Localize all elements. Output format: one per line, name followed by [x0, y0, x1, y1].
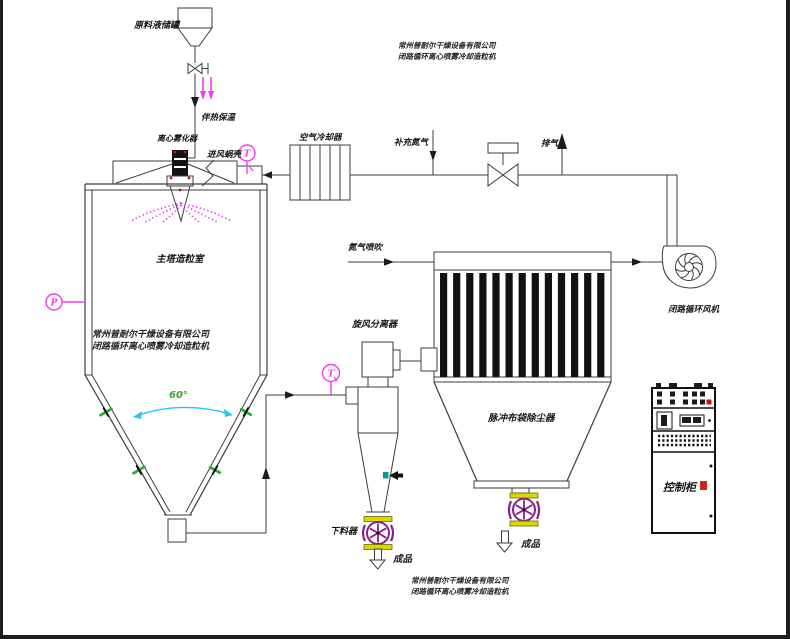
nozzle-icon: [99, 407, 113, 417]
label-circulation-fan: 闭路循环风机: [668, 304, 720, 315]
panel-display: [679, 414, 711, 427]
baghouse-to-fan-line: [610, 258, 663, 266]
inlet-plenum: [236, 165, 263, 185]
chamber-cone: [84, 374, 268, 543]
volute-leader-line: [201, 159, 215, 187]
label-control-cabinet: 控制柜: [663, 481, 698, 494]
exhaust-line: [557, 133, 567, 175]
control-cabinet: [651, 383, 716, 534]
label-cyclone: 旋风分离器: [351, 319, 398, 330]
main-chamber: [84, 183, 268, 376]
label-air-cooler: 空气冷却器: [299, 132, 343, 143]
loop-control-valve-icon: [487, 142, 519, 187]
watermark-company: 常州普耐尔干燥设备有限公司: [92, 329, 210, 340]
baghouse-product-arrow-icon: [495, 530, 514, 553]
main-switch-icon: [656, 411, 673, 430]
label-nitrogen-pulse: 氮气喷吹: [348, 242, 384, 253]
cyclone-vibrator-icon: [383, 471, 403, 480]
label-discharger: 下料器: [330, 526, 358, 537]
flow-arrow-left-icon: [263, 171, 272, 179]
flow-arrow-right-icon: [632, 258, 642, 266]
label-baghouse: 脉冲布袋除尘器: [487, 412, 556, 424]
nozzle-icon: [208, 465, 222, 475]
makeup-nitrogen-line: [429, 130, 437, 175]
watermark-left: 常州普耐尔干燥设备有限公司 闭路循环离心喷雾冷却造粒机: [92, 329, 210, 352]
chamber-to-cyclone-duct: [186, 391, 346, 534]
air-cooler: [289, 144, 351, 201]
indicator-buttons: [657, 391, 712, 405]
feed-tank: [177, 7, 213, 63]
chamber-roof: [112, 159, 263, 187]
temp-gauge-letter: T: [244, 150, 252, 160]
cyclone-inlet-box: [345, 386, 359, 405]
watermark-company: 常州普耐尔干燥设备有限公司: [411, 576, 510, 585]
watermark-top: 常州普耐尔干燥设备有限公司 闭路循环离心喷雾冷却造粒机: [398, 41, 497, 61]
label-product-cyclone: 成品: [392, 553, 413, 565]
cyclone-product-arrow-icon: [368, 548, 387, 570]
feed-pipe: [186, 73, 199, 159]
feed-valve-icon: [187, 62, 209, 75]
circulation-fan-icon: [661, 245, 717, 289]
label-inlet-volute: 进风蜗壳: [207, 149, 243, 160]
baghouse: [433, 251, 612, 494]
watermark-company: 常州普耐尔干燥设备有限公司: [398, 41, 497, 50]
watermark-bottom: 常州普耐尔干燥设备有限公司 闭路循环离心喷雾冷却造粒机: [411, 576, 510, 596]
flow-arrow-down-icon: [429, 151, 437, 161]
label-main-chamber: 主塔造粒室: [156, 253, 205, 265]
spray-fan-icon: [130, 202, 232, 224]
exhaust-arrow-up-icon: [557, 133, 567, 149]
label-feed-tank: 原料液储罐: [133, 20, 181, 31]
temp-gauge-cyclone-icon: T: [321, 363, 341, 395]
temp-gauge-inlet-icon: T: [238, 144, 256, 174]
label-makeup-nitrogen: 补充氮气: [394, 137, 430, 148]
baghouse-inlet-box: [420, 347, 438, 372]
label-exhaust: 排气: [541, 138, 560, 149]
red-seal: [700, 481, 707, 490]
nozzle-icon: [239, 407, 253, 417]
pressure-gauge-icon: P: [45, 293, 86, 311]
nozzle-icon: [132, 465, 146, 475]
watermark-machine: 闭路循环离心喷雾冷却造粒机: [398, 52, 496, 61]
flow-arrow-up-icon: [262, 467, 270, 479]
nitrogen-pulse-line: [348, 258, 434, 266]
cyclone: [345, 341, 438, 513]
terminal-strip: [658, 434, 711, 447]
red-indicator: [706, 399, 712, 405]
baghouse-rotary-valve-icon: [507, 492, 541, 527]
watermark-machine: 闭路循环离心喷雾冷却造粒机: [411, 587, 509, 596]
label-atomizer: 离心雾化器: [157, 134, 198, 143]
flow-arrow-down-icon: [191, 97, 199, 108]
pressure-gauge-letter: P: [50, 299, 58, 309]
cone-outlet-box: [167, 518, 187, 543]
flow-arrow-right-icon: [285, 391, 295, 399]
label-heat-trace: 伴热保温: [201, 112, 237, 123]
heat-trace-arrows-icon: [200, 77, 214, 100]
temp-gauge-letter: T: [328, 370, 336, 380]
label-cone-angle: 60°: [169, 390, 188, 401]
cyclone-rotary-valve-icon: [361, 516, 395, 550]
label-product-baghouse: 成品: [520, 538, 541, 550]
cone-nozzle-icons: [99, 407, 253, 475]
cone-angle-arc-icon: [133, 406, 233, 419]
watermark-machine: 闭路循环离心喷雾冷却造粒机: [92, 341, 210, 352]
flow-arrow-right-icon: [384, 258, 394, 266]
